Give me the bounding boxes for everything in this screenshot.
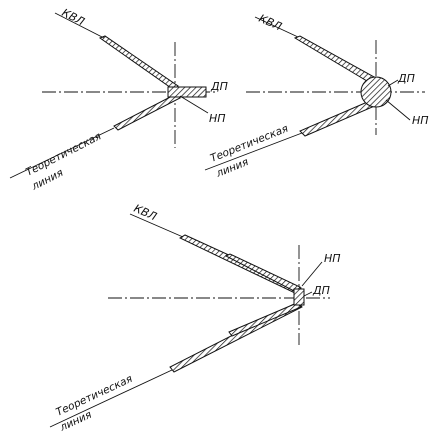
dp-leader: [387, 79, 399, 87]
detail-1: КВЛ ДП НП Теоретическая линия: [9, 6, 228, 193]
lower-shell-plate: [113, 93, 181, 131]
lower-doubler-plate: [228, 302, 302, 337]
kvl-label: КВЛ: [257, 12, 284, 33]
upper-shell-plate: [293, 35, 377, 85]
np-leader: [385, 99, 411, 121]
theoretical-line-label: Теоретическая: [54, 373, 134, 419]
np-leader: [301, 261, 323, 287]
np-label: НП: [324, 252, 341, 265]
np-label: НП: [412, 114, 429, 127]
kvl-label: КВЛ: [60, 6, 87, 28]
round-stem-bar: [360, 76, 392, 108]
kvl-leader: [129, 213, 184, 238]
dp-label: ДП: [397, 72, 415, 85]
lower-shell-plate: [299, 99, 378, 137]
theoretical-line-label: Теоретическая: [209, 123, 290, 165]
dp-leader: [303, 291, 313, 297]
detail-2: КВЛ ДП НП Теоретическая линия: [204, 12, 429, 180]
kvl-leader: [254, 16, 299, 38]
dp-label: ДП: [210, 80, 228, 93]
upper-doubler-plate: [224, 253, 301, 293]
dp-label: ДП: [312, 284, 330, 297]
theoretical-line-leader: [49, 369, 173, 428]
theoretical-line-leader: [204, 132, 303, 171]
np-leader: [179, 95, 209, 114]
detail-3: КВЛ НП ДП Теоретическая линия: [49, 202, 341, 434]
theoretical-line-leader: [9, 127, 115, 179]
upper-shell-plate: [98, 35, 179, 91]
stem-bar: [293, 288, 305, 306]
stem-bar: [167, 86, 207, 98]
np-label: НП: [209, 112, 226, 125]
theoretical-line-label: Теоретическая: [24, 130, 103, 178]
kvl-leader: [54, 12, 105, 39]
